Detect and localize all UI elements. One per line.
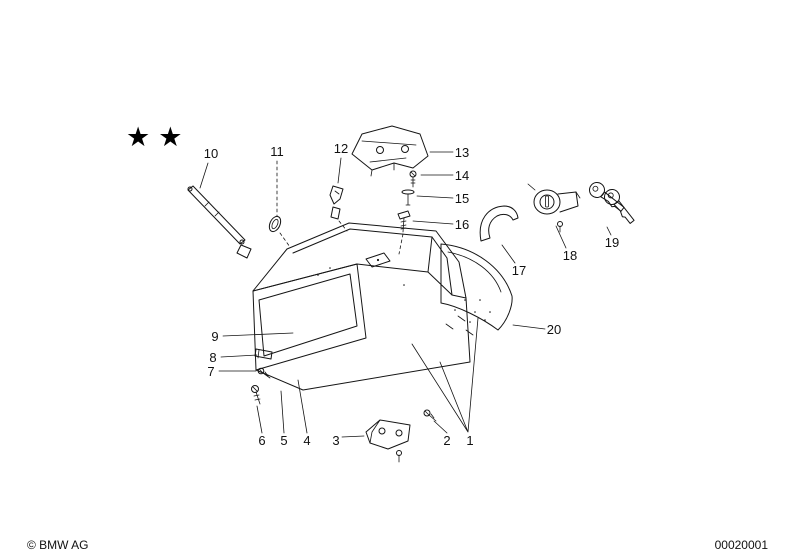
callout-3[interactable]: 3	[332, 433, 339, 448]
callout-labels: 10 11 12 13 14 15 16 17 18 19 20 9 8 7 6…	[204, 141, 619, 448]
part-12-clip-illustration	[329, 185, 344, 220]
part-13-bracket-illustration	[351, 125, 429, 177]
callout-17[interactable]: 17	[512, 263, 526, 278]
callout-2[interactable]: 2	[443, 433, 450, 448]
callout-14[interactable]: 14	[455, 168, 469, 183]
part-15-rivet-illustration	[401, 189, 415, 206]
callout-20[interactable]: 20	[547, 322, 561, 337]
part-11-buffer-illustration	[268, 215, 282, 233]
callout-4[interactable]: 4	[303, 433, 310, 448]
part-17-clip-illustration	[479, 205, 519, 242]
callout-7[interactable]: 7	[207, 364, 214, 379]
callout-19[interactable]: 19	[605, 235, 619, 250]
glovebox-body-illustration	[252, 222, 474, 391]
part-2-screw-illustration	[423, 409, 437, 422]
callout-6[interactable]: 6	[258, 433, 265, 448]
callout-9[interactable]: 9	[211, 329, 218, 344]
callout-1[interactable]: 1	[466, 433, 473, 448]
callout-18[interactable]: 18	[563, 248, 577, 263]
callout-12[interactable]: 12	[334, 141, 348, 156]
callout-13[interactable]: 13	[455, 145, 469, 160]
document-number: 00020001	[714, 538, 768, 552]
part-7-screw-illustration	[257, 367, 271, 379]
part-6-screw-illustration	[251, 385, 261, 405]
callout-16[interactable]: 16	[455, 217, 469, 232]
part-20-flap-illustration	[440, 243, 513, 331]
part-8-pin-illustration	[254, 348, 273, 360]
part-14-screw-illustration	[409, 170, 417, 188]
part-10-strut-illustration	[187, 185, 252, 259]
quality-stars: ★★	[126, 122, 191, 153]
callout-5[interactable]: 5	[280, 433, 287, 448]
part-19-keys-illustration	[589, 182, 635, 224]
callout-10[interactable]: 10	[204, 146, 218, 161]
part-18-lock-cylinder-illustration	[527, 183, 581, 233]
part-16-bolt-illustration	[397, 210, 411, 233]
part-3-hinge-illustration	[365, 419, 411, 463]
callout-8[interactable]: 8	[209, 350, 216, 365]
callout-15[interactable]: 15	[455, 191, 469, 206]
copyright-notice: © BMW AG	[27, 538, 89, 552]
callout-11[interactable]: 11	[270, 144, 284, 159]
leader-lines	[199, 151, 612, 438]
